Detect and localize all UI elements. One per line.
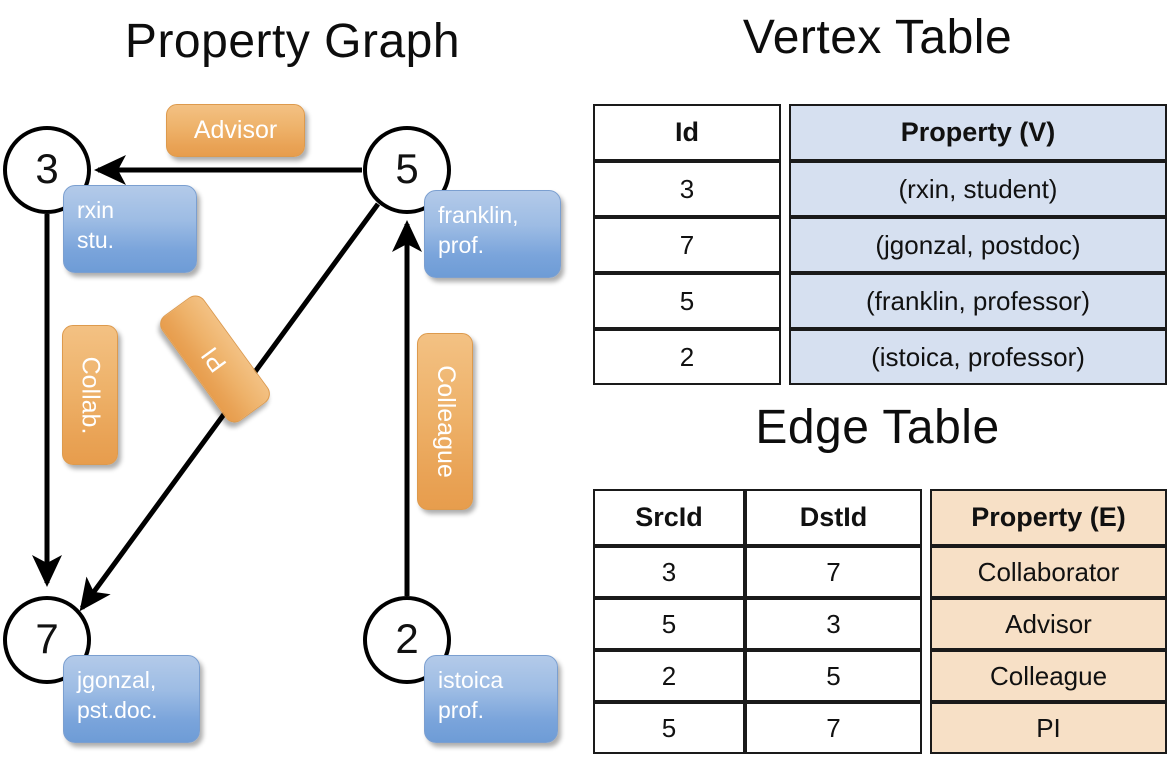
node-property-box-franklin: franklin, prof. xyxy=(424,190,561,278)
vertex-table-column-gap xyxy=(781,161,789,217)
edge-table-column-gap xyxy=(922,702,930,754)
node-property-box-rxin: rxin stu. xyxy=(63,185,197,273)
vertex-table-header-property: Property (V) xyxy=(789,104,1167,161)
edge-table-header-property: Property (E) xyxy=(930,489,1167,546)
vertex-table: Id Property (V) 3 (rxin, student) 7 (jgo… xyxy=(593,104,1167,385)
table-row[interactable]: 5 7 PI xyxy=(593,702,1167,754)
vertex-row-3-property: (istoica, professor) xyxy=(789,329,1167,385)
edge-label-pi-text: PI xyxy=(196,341,233,378)
page-title-edge-table: Edge Table xyxy=(755,401,1000,454)
edge-row-2-property: Colleague xyxy=(930,650,1167,702)
table-row[interactable]: 3 (rxin, student) xyxy=(593,161,1167,217)
edge-row-3-src: 5 xyxy=(593,702,745,754)
vertex-row-2-id: 5 xyxy=(593,273,781,329)
edge-table-header-dstid: DstId xyxy=(745,489,922,546)
node-property-istoica-line2: prof. xyxy=(438,697,485,724)
vertex-row-3-id: 2 xyxy=(593,329,781,385)
edge-row-0-dst: 7 xyxy=(745,546,922,598)
edge-row-3-dst: 7 xyxy=(745,702,922,754)
edge-table-column-gap xyxy=(922,650,930,702)
node-property-box-istoica: istoica prof. xyxy=(424,655,558,743)
vertex-table-header-id: Id xyxy=(593,104,781,161)
edge-label-colleague: Colleague xyxy=(417,333,473,510)
page-title-property-graph: Property Graph xyxy=(124,15,461,68)
vertex-table-column-gap xyxy=(781,329,789,385)
edge-row-2-src: 2 xyxy=(593,650,745,702)
edge-table-header-srcid: SrcId xyxy=(593,489,745,546)
edge-row-0-property: Collaborator xyxy=(930,546,1167,598)
edge-row-0-src: 3 xyxy=(593,546,745,598)
vertex-row-2-property: (franklin, professor) xyxy=(789,273,1167,329)
table-row[interactable]: 2 (istoica, professor) xyxy=(593,329,1167,385)
edge-row-2-dst: 5 xyxy=(745,650,922,702)
node-property-istoica-line1: istoica xyxy=(438,667,504,693)
edge-table-header-row: SrcId DstId Property (E) xyxy=(593,489,1167,546)
table-row[interactable]: 5 3 Advisor xyxy=(593,598,1167,650)
graph-node-3-id: 3 xyxy=(35,145,59,192)
edge-row-3-property: PI xyxy=(930,702,1167,754)
graph-node-5[interactable]: 5 xyxy=(363,126,451,214)
vertex-table-header-row: Id Property (V) xyxy=(593,104,1167,161)
node-property-franklin-line2: prof. xyxy=(438,232,485,259)
table-row[interactable]: 3 7 Collaborator xyxy=(593,546,1167,598)
edge-label-advisor-text: Advisor xyxy=(193,116,278,144)
table-row[interactable]: 7 (jgonzal, postdoc) xyxy=(593,217,1167,273)
edge-label-collab: Collab. xyxy=(62,325,118,465)
vertex-table-column-gap xyxy=(781,104,789,161)
vertex-row-0-property: (rxin, student) xyxy=(789,161,1167,217)
graph-node-7-id: 7 xyxy=(35,615,59,662)
graph-node-2-id: 2 xyxy=(395,615,419,662)
node-property-rxin-line1: rxin xyxy=(77,197,115,223)
edge-row-1-property: Advisor xyxy=(930,598,1167,650)
page-title-vertex-table: Vertex Table xyxy=(742,11,1013,64)
node-property-box-jgonzal: jgonzal, pst.doc. xyxy=(63,655,200,743)
edge-table-column-gap xyxy=(922,598,930,650)
edge-table-column-gap xyxy=(922,546,930,598)
edge-row-1-dst: 3 xyxy=(745,598,922,650)
vertex-row-0-id: 3 xyxy=(593,161,781,217)
edge-table-column-gap xyxy=(922,489,930,546)
node-property-jgonzal-line1: jgonzal, xyxy=(77,667,157,693)
vertex-row-1-id: 7 xyxy=(593,217,781,273)
vertex-table-column-gap xyxy=(781,273,789,329)
edge-label-colleague-text: Colleague xyxy=(431,365,460,478)
table-row[interactable]: 5 (franklin, professor) xyxy=(593,273,1167,329)
property-graph-diagram: Advisor Collab. PI Colleague 3 5 7 2 rxi… xyxy=(3,104,561,743)
edge-row-1-src: 5 xyxy=(593,598,745,650)
vertex-table-column-gap xyxy=(781,217,789,273)
graph-node-5-id: 5 xyxy=(395,145,419,192)
table-row[interactable]: 2 5 Colleague xyxy=(593,650,1167,702)
edge-label-collab-text: Collab. xyxy=(76,356,105,434)
edge-table: SrcId DstId Property (E) 3 7 Collaborato… xyxy=(593,489,1167,754)
graph-node-2[interactable]: 2 xyxy=(363,596,451,684)
vertex-row-1-property: (jgonzal, postdoc) xyxy=(789,217,1167,273)
node-property-jgonzal-line2: pst.doc. xyxy=(77,697,158,724)
node-property-franklin-line1: franklin, xyxy=(438,202,519,228)
edge-label-advisor: Advisor xyxy=(166,104,305,157)
node-property-rxin-line2: stu. xyxy=(77,227,115,254)
